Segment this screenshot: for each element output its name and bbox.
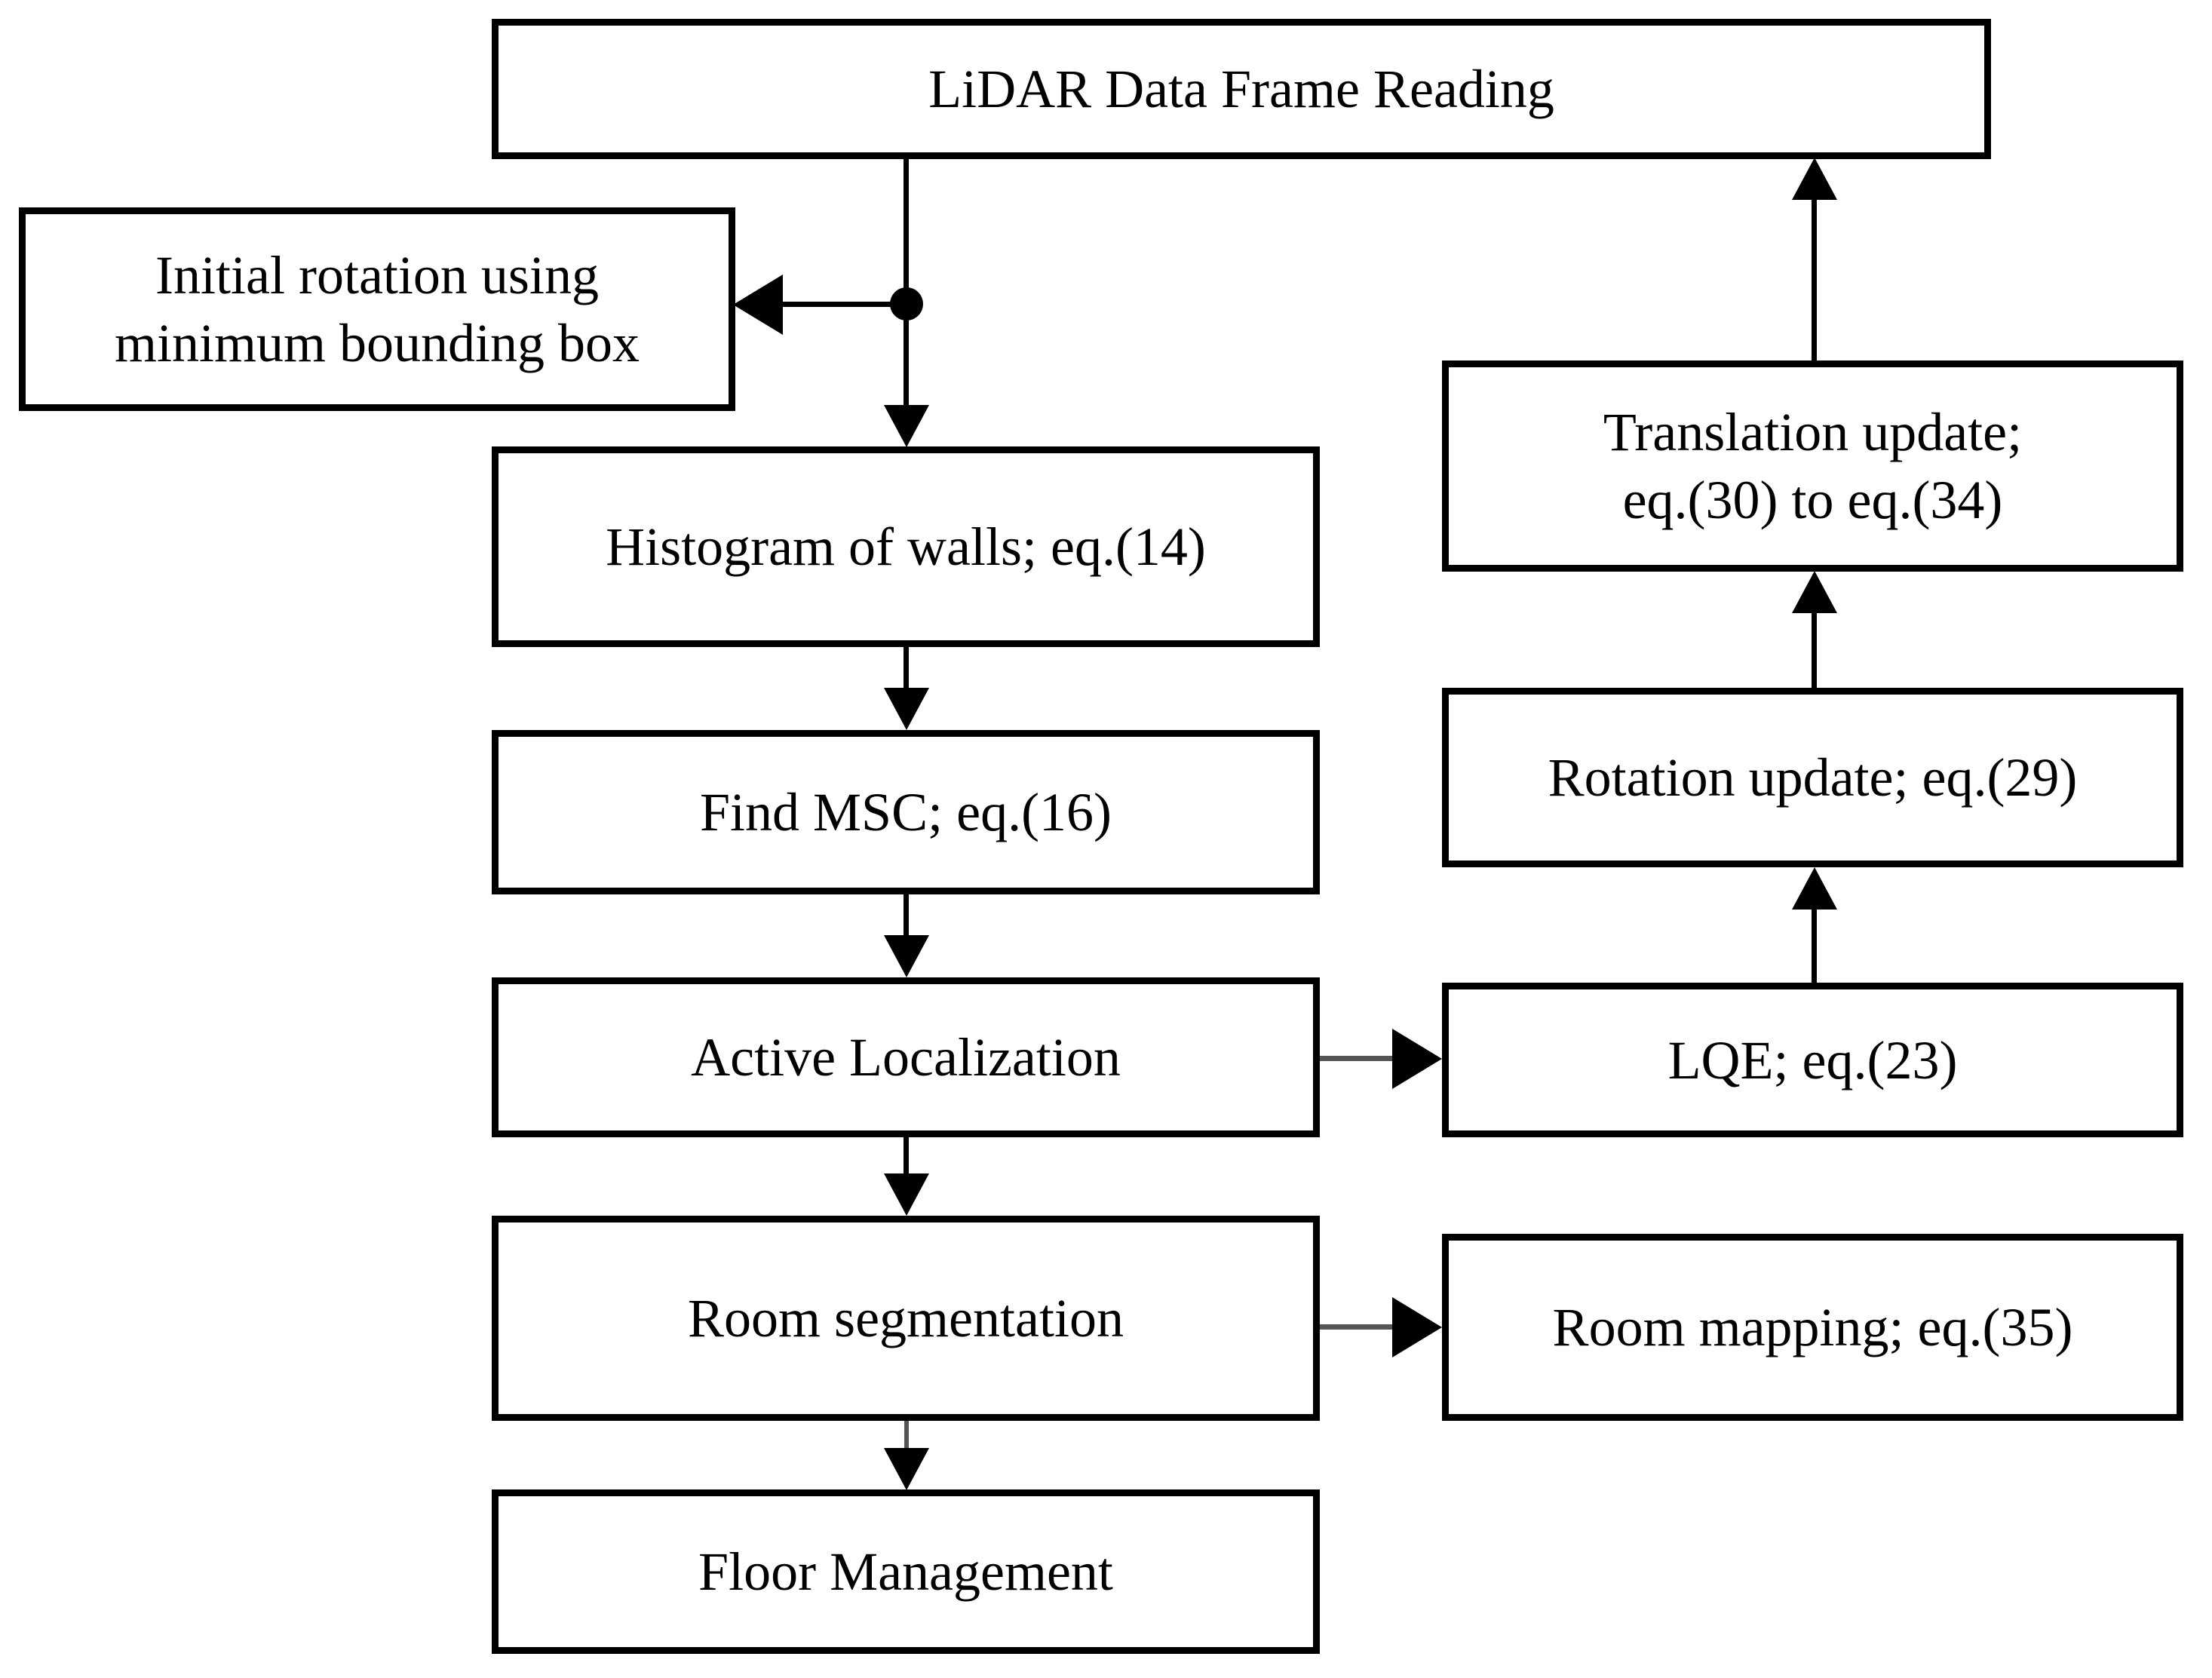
- node-label: Active Localization: [691, 1027, 1121, 1087]
- edge-lidar-to-initrot-line: [783, 302, 908, 307]
- node-find-msc[interactable]: Find MSC; eq.(16): [492, 730, 1320, 894]
- edge-histogram-to-findmsc-line: [904, 647, 909, 692]
- edge-lqe-to-rotation-line: [1812, 905, 1817, 984]
- edge-activeloc-to-roomseg-line: [904, 1137, 909, 1175]
- edge-lidar-to-histogram-arrowhead: [884, 405, 929, 447]
- node-histogram-of-walls[interactable]: Histogram of walls; eq.(14): [492, 446, 1320, 647]
- node-rotation-update[interactable]: Rotation update; eq.(29): [1442, 688, 2183, 867]
- node-room-mapping[interactable]: Room mapping; eq.(35): [1442, 1234, 2183, 1421]
- edge-activeloc-to-lqe-arrowhead: [1392, 1029, 1442, 1089]
- edge-rotation-to-translation-arrowhead: [1792, 571, 1837, 613]
- edge-histogram-to-findmsc-arrowhead: [884, 688, 929, 730]
- node-label: Translation update; eq.(30) to eq.(34): [1603, 402, 2023, 530]
- node-label: Initial rotation using minimum bounding …: [114, 245, 640, 373]
- edge-lidar-to-histogram-line: [904, 158, 909, 406]
- node-label: Floor Management: [698, 1541, 1113, 1602]
- edge-lqe-to-rotation-arrowhead: [1792, 867, 1837, 910]
- node-label: LQE; eq.(23): [1667, 1029, 1958, 1091]
- node-label: LiDAR Data Frame Reading: [928, 59, 1554, 119]
- edge-translation-to-lidar-line: [1812, 198, 1817, 362]
- node-initial-rotation-minimum-bounding-box[interactable]: Initial rotation using minimum bounding …: [19, 207, 735, 411]
- node-label: Room segmentation: [688, 1288, 1124, 1348]
- node-active-localization[interactable]: Active Localization: [492, 977, 1320, 1137]
- node-lqe[interactable]: LQE; eq.(23): [1442, 983, 2183, 1137]
- edge-activeloc-to-lqe-line: [1320, 1056, 1403, 1061]
- edge-findmsc-to-activeloc-line: [904, 894, 909, 940]
- edge-translation-to-lidar-arrowhead: [1792, 158, 1837, 200]
- node-label: Histogram of walls; eq.(14): [606, 517, 1206, 577]
- node-floor-management[interactable]: Floor Management: [492, 1489, 1320, 1654]
- edge-rotation-to-translation-line: [1812, 609, 1817, 689]
- edge-roomseg-to-floormgmt-arrowhead: [884, 1448, 929, 1490]
- node-label: Room mapping; eq.(35): [1552, 1297, 2073, 1357]
- edge-activeloc-to-roomseg-arrowhead: [884, 1173, 929, 1216]
- node-label: Rotation update; eq.(29): [1548, 747, 2078, 808]
- edge-findmsc-to-activeloc-arrowhead: [884, 935, 929, 977]
- edge-roomseg-to-floormgmt-line: [904, 1421, 909, 1456]
- edge-lidar-to-initrot-arrowhead: [733, 275, 783, 335]
- node-translation-update[interactable]: Translation update; eq.(30) to eq.(34): [1442, 360, 2183, 572]
- node-lidar-data-frame-reading[interactable]: LiDAR Data Frame Reading: [492, 19, 1991, 159]
- node-label: Find MSC; eq.(16): [699, 782, 1112, 842]
- edge-roomseg-to-roommap-arrowhead: [1392, 1297, 1442, 1357]
- node-room-segmentation[interactable]: Room segmentation: [492, 1216, 1320, 1421]
- edge-roomseg-to-roommap-line: [1320, 1324, 1403, 1330]
